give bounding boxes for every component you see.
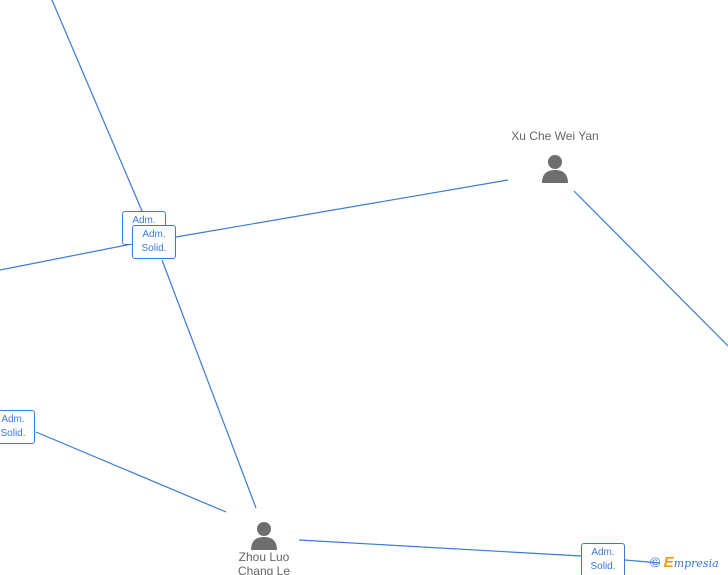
role-badge[interactable]: Adm. Solid.	[132, 225, 176, 259]
role-badge-line-1: Adm.	[132, 215, 156, 226]
person-silhouette-icon	[542, 155, 568, 183]
person-node-zhou-luo[interactable]: Zhou Luo Chang Le	[214, 520, 314, 575]
person-name-line-2: Chang Le	[237, 564, 291, 575]
brand-watermark: © Empresia	[650, 554, 719, 571]
person-name-line-1: Zhou Luo	[238, 550, 290, 564]
person-silhouette-icon	[251, 522, 277, 550]
role-badge-line-2: Solid.	[590, 561, 616, 572]
role-badge-line-2: Solid.	[141, 243, 167, 254]
role-badge[interactable]: Adm. Solid.	[0, 410, 35, 444]
brand-initial: E	[663, 554, 674, 571]
role-badge-line-1: Adm.	[1, 414, 25, 425]
edge	[175, 179, 509, 238]
role-badge-line-1: Adm.	[142, 229, 166, 240]
edge	[298, 539, 582, 557]
role-badge-line-1: Adm.	[591, 547, 615, 558]
edge	[161, 259, 257, 509]
edge	[51, 0, 146, 219]
role-badge[interactable]: Adm. Solid.	[581, 543, 625, 575]
person-node-xu-che-wei-yan[interactable]: Xu Che Wei Yan	[498, 129, 612, 183]
brand-name: mpresia	[673, 557, 719, 570]
edge	[573, 190, 728, 347]
edge	[624, 559, 661, 564]
edge	[0, 243, 133, 271]
person-name: Xu Che Wei Yan	[511, 129, 599, 143]
role-badge-line-2: Solid.	[0, 428, 26, 439]
copyright-icon: ©	[650, 554, 661, 570]
edge	[35, 431, 227, 513]
